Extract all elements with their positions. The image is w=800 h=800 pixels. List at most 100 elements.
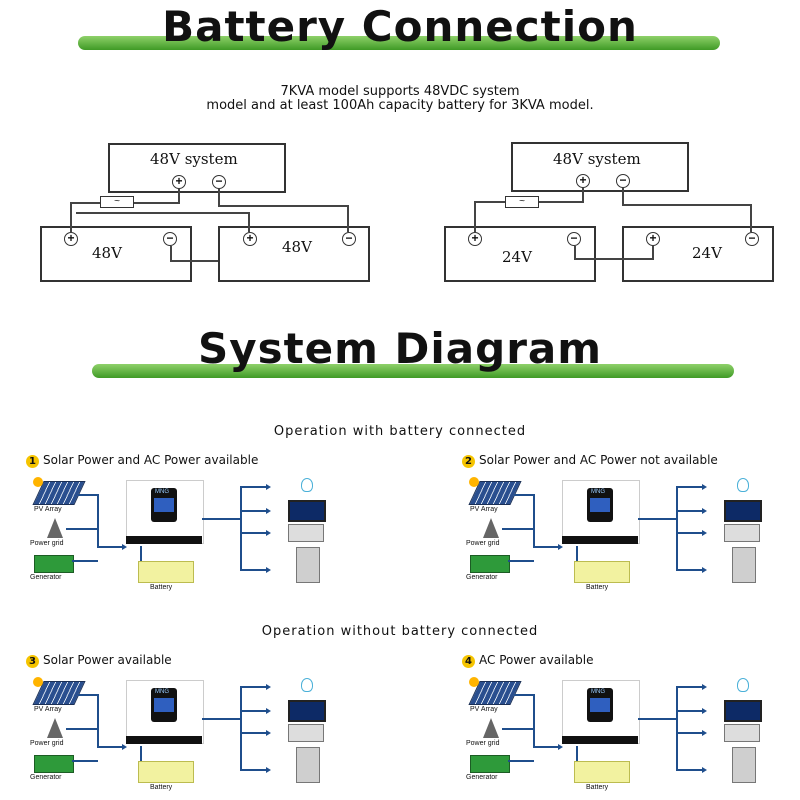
microwave-icon xyxy=(288,524,324,542)
panel-number: 2 xyxy=(462,455,475,468)
inverter-base xyxy=(562,536,638,544)
note-line-2: model and at least 100Ah capacity batter… xyxy=(206,98,594,113)
tv-icon xyxy=(724,700,762,722)
wire xyxy=(134,202,180,204)
wire xyxy=(78,494,98,496)
wire xyxy=(97,694,99,746)
pv-label: PV Array xyxy=(34,706,62,713)
arrow-icon xyxy=(702,567,707,573)
battery-connection-title: Battery Connection xyxy=(162,2,638,51)
battery-icon xyxy=(138,761,194,783)
arrow-icon xyxy=(266,567,271,573)
inverter-base xyxy=(562,736,638,744)
generator-label: Generator xyxy=(30,774,62,781)
wire xyxy=(240,486,242,570)
with-battery-heading: Operation with battery connected xyxy=(273,424,527,439)
plus-terminal-icon: + xyxy=(468,232,482,246)
pv-label: PV Array xyxy=(470,506,498,513)
wire xyxy=(72,560,98,562)
generator-icon xyxy=(470,755,510,773)
plus-terminal-icon: + xyxy=(64,232,78,246)
wire xyxy=(170,260,218,262)
wire xyxy=(78,694,98,696)
generator-label: Generator xyxy=(466,774,498,781)
title-underline xyxy=(92,364,734,378)
inverter-base xyxy=(126,536,202,544)
battery-icon xyxy=(574,761,630,783)
inverter-screen xyxy=(154,498,174,512)
wire xyxy=(97,494,99,546)
wire xyxy=(240,732,268,734)
arrow-icon xyxy=(702,684,707,690)
arrow-icon xyxy=(558,744,563,750)
inverter-brand: MNG xyxy=(155,489,169,495)
wire xyxy=(676,486,704,488)
wire xyxy=(140,746,142,761)
wire xyxy=(514,494,534,496)
sun-icon xyxy=(469,677,479,687)
wire xyxy=(676,486,678,570)
generator-icon xyxy=(470,555,510,573)
grid-label: Power grid xyxy=(30,540,64,547)
wire xyxy=(514,694,534,696)
left-system-box xyxy=(108,143,286,193)
pv-label: PV Array xyxy=(34,506,62,513)
right-battery-2-label: 24V xyxy=(692,244,722,262)
generator-icon xyxy=(34,555,74,573)
wire xyxy=(140,546,142,561)
inverter-brand: MNG xyxy=(591,489,605,495)
plus-terminal-icon: + xyxy=(243,232,257,246)
wire xyxy=(248,212,250,232)
battery-label: Battery xyxy=(586,784,609,791)
inverter-brand: MNG xyxy=(155,689,169,695)
tv-icon xyxy=(288,500,326,522)
wire xyxy=(533,694,535,746)
wire xyxy=(676,769,704,771)
arrow-icon xyxy=(702,484,707,490)
wire xyxy=(502,528,534,530)
title-underline xyxy=(78,36,720,50)
wire xyxy=(72,760,98,762)
microwave-icon xyxy=(288,724,324,742)
wire xyxy=(582,188,584,203)
panel-number: 3 xyxy=(26,655,39,668)
wire xyxy=(638,518,676,520)
minus-terminal-icon: − xyxy=(212,175,226,189)
wire xyxy=(676,510,704,512)
arrow-icon xyxy=(702,730,707,736)
plus-terminal-icon: + xyxy=(576,174,590,188)
wire xyxy=(218,189,220,207)
wire xyxy=(66,728,98,730)
light-bulb-icon xyxy=(737,678,749,692)
minus-terminal-icon: − xyxy=(163,232,177,246)
arrow-icon xyxy=(122,544,127,550)
panel-number: 4 xyxy=(462,655,475,668)
grid-label: Power grid xyxy=(466,740,500,747)
wire xyxy=(240,510,268,512)
wire xyxy=(576,546,578,561)
wire xyxy=(638,718,676,720)
wire xyxy=(240,532,268,534)
wire xyxy=(508,760,534,762)
wire xyxy=(70,202,72,232)
inverter-base xyxy=(126,736,202,744)
power-tower-icon xyxy=(483,718,499,738)
right-battery-1-label: 24V xyxy=(502,248,532,266)
arrow-icon xyxy=(266,484,271,490)
right-system-box xyxy=(511,142,689,192)
grid-label: Power grid xyxy=(466,540,500,547)
wire xyxy=(97,746,125,748)
light-bulb-icon xyxy=(301,678,313,692)
refrigerator-icon xyxy=(732,747,756,783)
wire xyxy=(347,205,349,232)
power-tower-icon xyxy=(483,518,499,538)
wire xyxy=(202,718,240,720)
generator-icon xyxy=(34,755,74,773)
wire xyxy=(97,546,125,548)
wire xyxy=(218,205,349,207)
wire xyxy=(576,746,578,761)
